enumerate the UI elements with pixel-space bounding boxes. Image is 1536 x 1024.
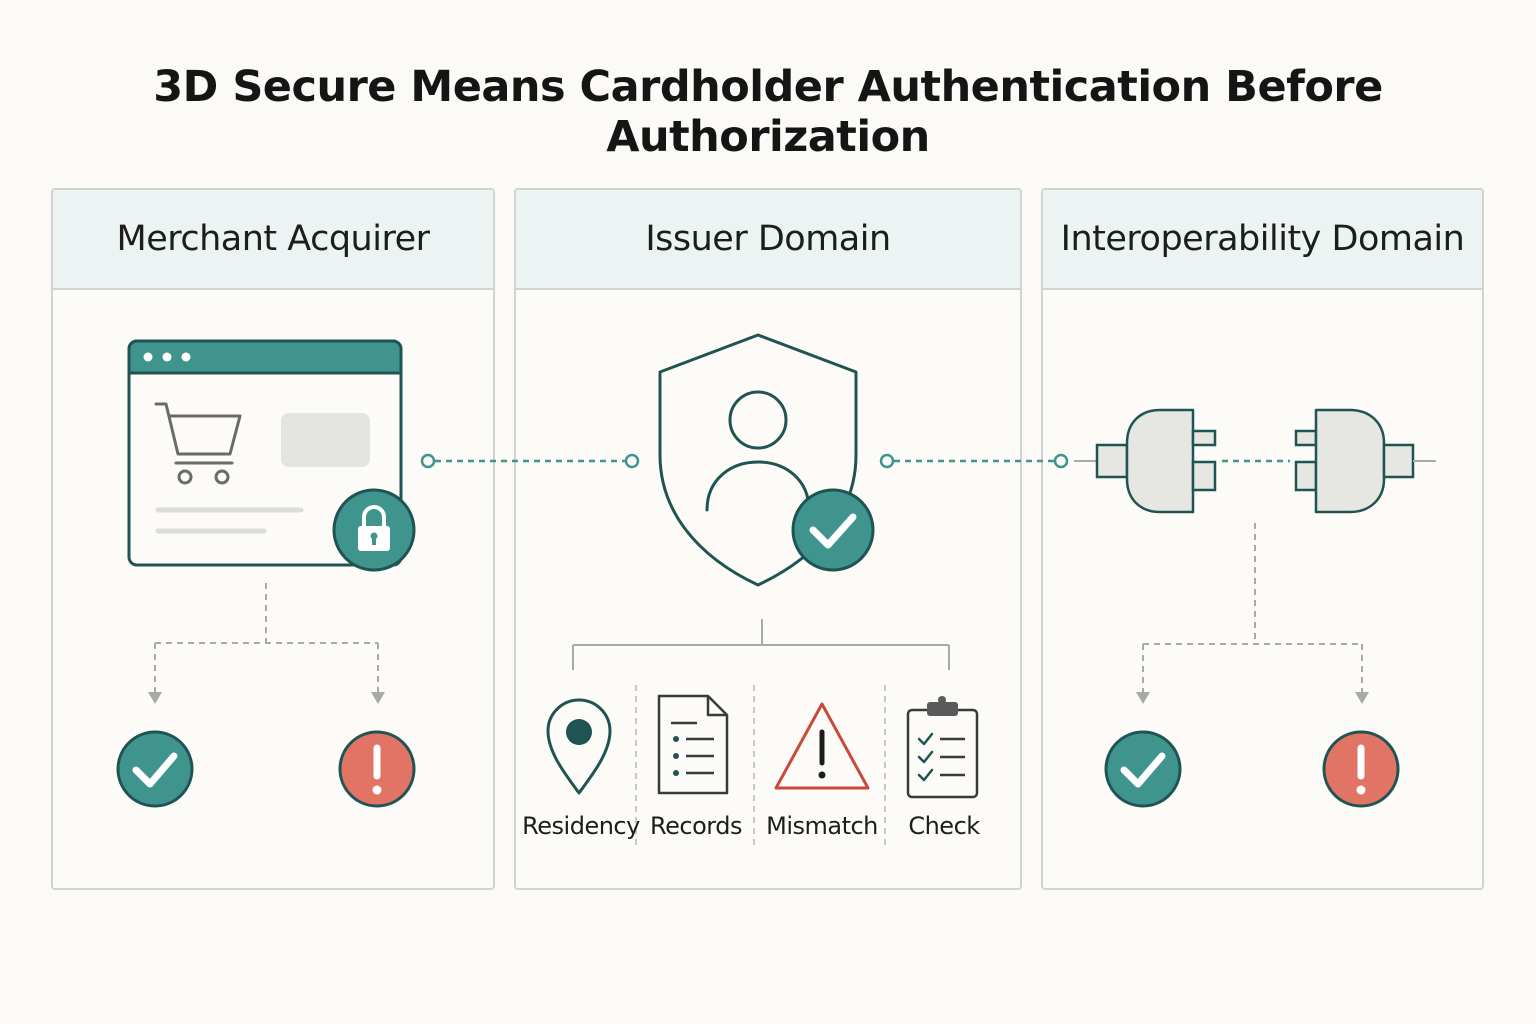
check-label-mismatch: Mismatch xyxy=(766,812,878,840)
arrow-down-icon xyxy=(148,692,162,704)
lock-icon xyxy=(332,488,416,572)
location-pin-icon xyxy=(546,698,612,795)
error-alert-icon xyxy=(338,730,416,808)
arrow-down-icon xyxy=(371,692,385,704)
document-icon xyxy=(657,694,729,795)
interop-branch-lines xyxy=(1142,523,1363,692)
warning-icon xyxy=(774,702,870,790)
arrow-down-icon xyxy=(1355,692,1369,704)
connector-merchant-issuer xyxy=(420,453,640,469)
check-label-records: Records xyxy=(650,812,742,840)
check-dividers xyxy=(635,685,886,845)
issuer-domain-header: Issuer Domain xyxy=(516,190,1020,290)
merchant-branch-lines xyxy=(154,583,379,692)
browser-window-icon xyxy=(127,339,403,567)
shopping-cart-icon xyxy=(154,402,242,485)
connector-issuer-interop xyxy=(879,453,1069,469)
error-alert-icon xyxy=(1322,730,1400,808)
success-check-icon xyxy=(116,730,194,808)
issuer-branch-lines xyxy=(572,619,950,670)
success-check-icon xyxy=(1104,730,1182,808)
merchant-acquirer-header: Merchant Acquirer xyxy=(53,190,493,290)
page-title: 3D Secure Means Cardholder Authenticatio… xyxy=(153,62,1383,162)
arrow-down-icon xyxy=(1136,692,1150,704)
plug-connector-icon xyxy=(1074,408,1436,514)
check-label-residency: Residency xyxy=(522,812,640,840)
interoperability-domain-header: Interoperability Domain xyxy=(1043,190,1482,290)
check-label-check: Check xyxy=(908,812,980,840)
verified-check-icon xyxy=(791,488,875,572)
clipboard-checklist-icon xyxy=(906,696,979,799)
merchant-acquirer-panel: Merchant Acquirer xyxy=(51,188,495,890)
